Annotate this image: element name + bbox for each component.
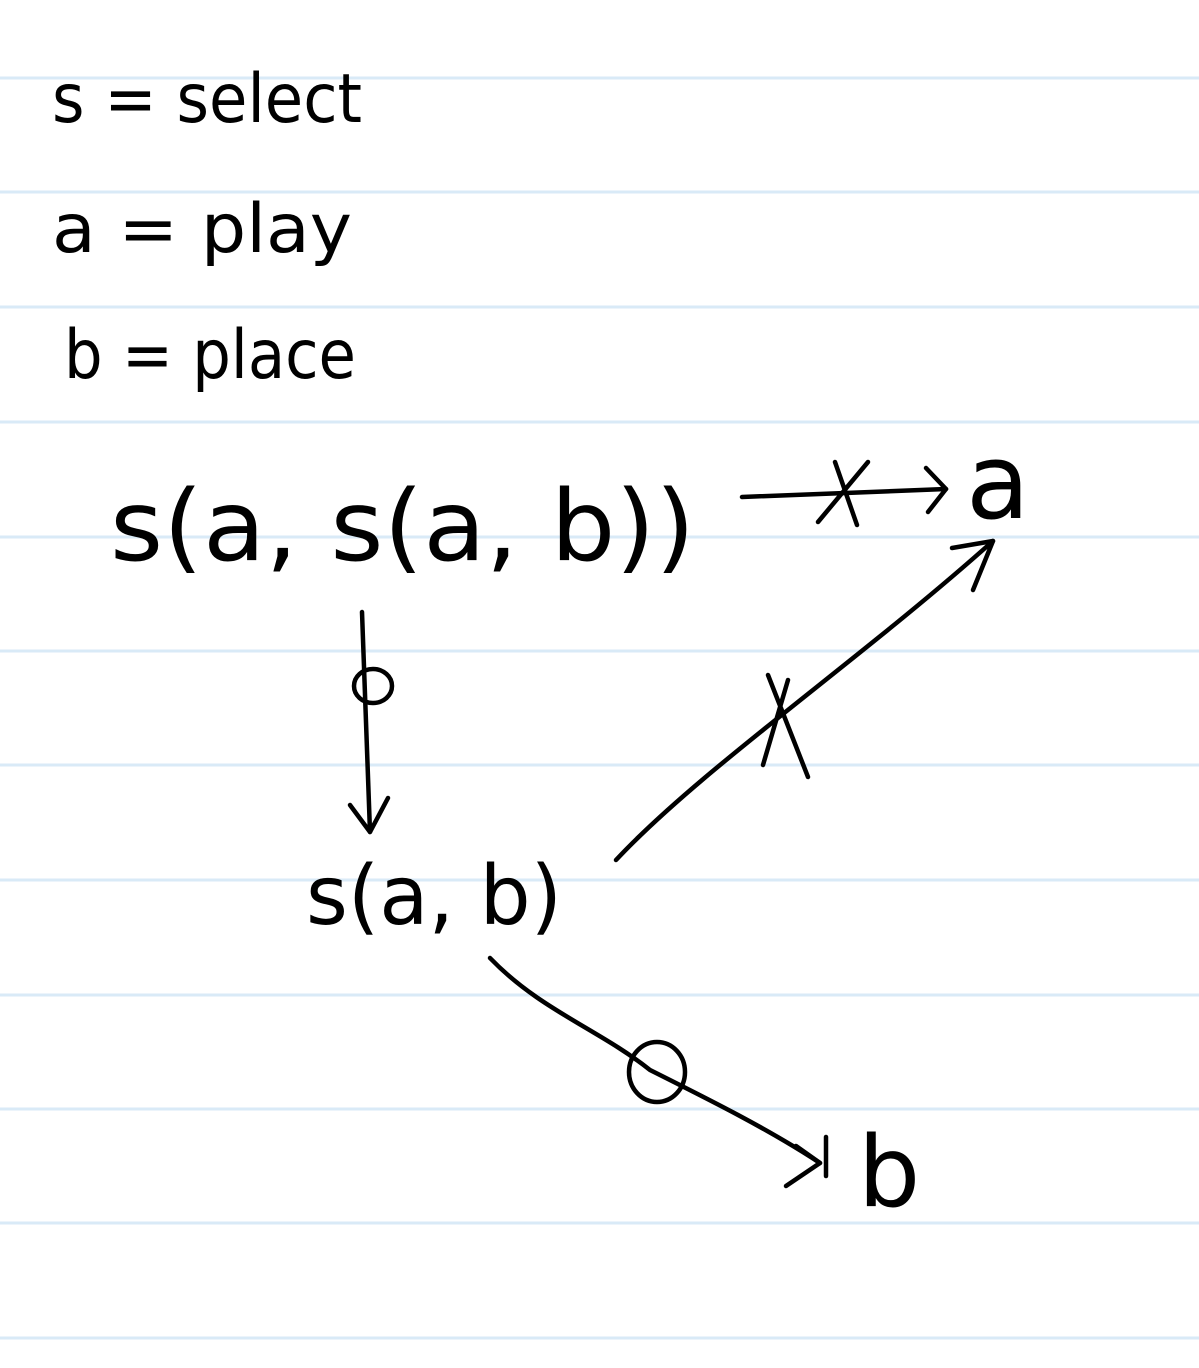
circle-mark-icon — [626, 1039, 688, 1105]
edge-root-to-inner — [347, 609, 395, 835]
arrow-head-icon — [783, 1143, 823, 1189]
edge-line — [613, 538, 996, 863]
arrow-head-icon — [923, 465, 949, 515]
arrow-head-icon — [347, 795, 391, 835]
legend-play: a = play — [52, 190, 352, 269]
ruled-lines — [0, 76, 1199, 1340]
edge-root-to-play — [739, 459, 949, 528]
cross-mark-icon — [760, 672, 811, 780]
node-place: b — [858, 1116, 920, 1230]
diagram-nodes: s(a, s(a, b)) s(a, b) a b — [110, 421, 1030, 1230]
legend: s = select a = play b = place — [52, 60, 362, 395]
edge-inner-to-play — [613, 538, 996, 863]
node-play: a — [966, 421, 1030, 543]
edge-inner-to-place — [487, 955, 829, 1189]
node-root-expression: s(a, s(a, b)) — [110, 470, 695, 584]
edge-line — [359, 609, 373, 835]
arrow-head-icon — [949, 538, 996, 593]
legend-select: s = select — [52, 60, 362, 139]
node-inner-expression: s(a, b) — [306, 849, 562, 944]
diagram-edges — [347, 459, 996, 1189]
cross-mark-icon — [815, 459, 871, 528]
edge-line — [487, 955, 823, 1166]
circle-mark-icon — [351, 666, 395, 706]
legend-place: b = place — [64, 316, 356, 395]
